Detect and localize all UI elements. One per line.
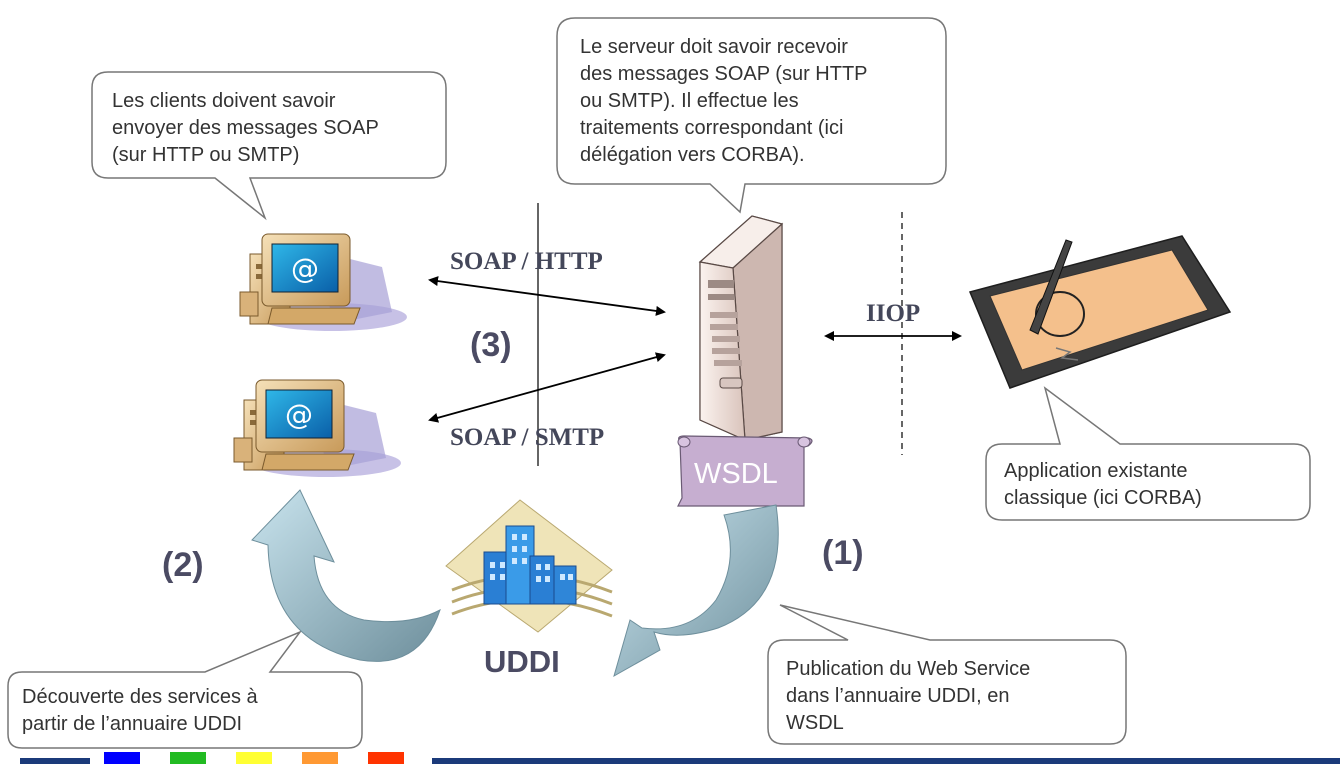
computer-icon: @ [239, 233, 407, 331]
footer-color-block [236, 752, 272, 764]
computer-icon: @ [233, 379, 401, 477]
footer-color-block [20, 758, 90, 764]
curved-arrow-icon [251, 489, 441, 662]
soap-http-arrow [428, 276, 666, 316]
application-callout: Application existante classique (ici COR… [1004, 460, 1202, 509]
clients-callout-bubble [91, 71, 447, 221]
step-3-label: (3) [470, 326, 512, 364]
footer-color-block [302, 752, 338, 764]
discovery-callout-bubble [7, 630, 363, 749]
publication-callout: Publication du Web Service dans l’annuai… [786, 658, 1031, 734]
clients-callout: Les clients doivent savoir envoyer des m… [112, 90, 379, 166]
uddi-label: UDDI [484, 644, 560, 679]
step-1-label: (1) [822, 534, 864, 572]
server-icon [698, 215, 784, 441]
server-callout: Le serveur doit savoir recevoir des mess… [580, 36, 868, 166]
soap-http-label: SOAP / HTTP [450, 248, 603, 275]
footer-color-block [368, 752, 404, 764]
svg-text:@: @ [285, 398, 313, 431]
server-callout-bubble [556, 17, 947, 214]
building-icon [445, 499, 613, 633]
discovery-callout: Découverte des services à partir de l’an… [22, 686, 258, 735]
svg-text:@: @ [291, 252, 319, 285]
footer-bar [20, 752, 1340, 764]
footer-color-block [104, 752, 140, 764]
application-callout-bubble [985, 386, 1311, 521]
soap-smtp-label: SOAP / SMTP [450, 424, 605, 451]
publication-callout-bubble [767, 604, 1127, 745]
curved-arrow-icon [613, 504, 779, 678]
soap-smtp-arrow [428, 352, 666, 423]
footer-color-block [432, 758, 1340, 764]
tablet-icon [968, 235, 1232, 389]
footer-color-block [170, 752, 206, 764]
wsdl-label: WSDL [694, 458, 778, 490]
step-2-label: (2) [162, 546, 204, 584]
iiop-label: IIOP [866, 300, 921, 327]
scroll-icon [677, 435, 813, 507]
